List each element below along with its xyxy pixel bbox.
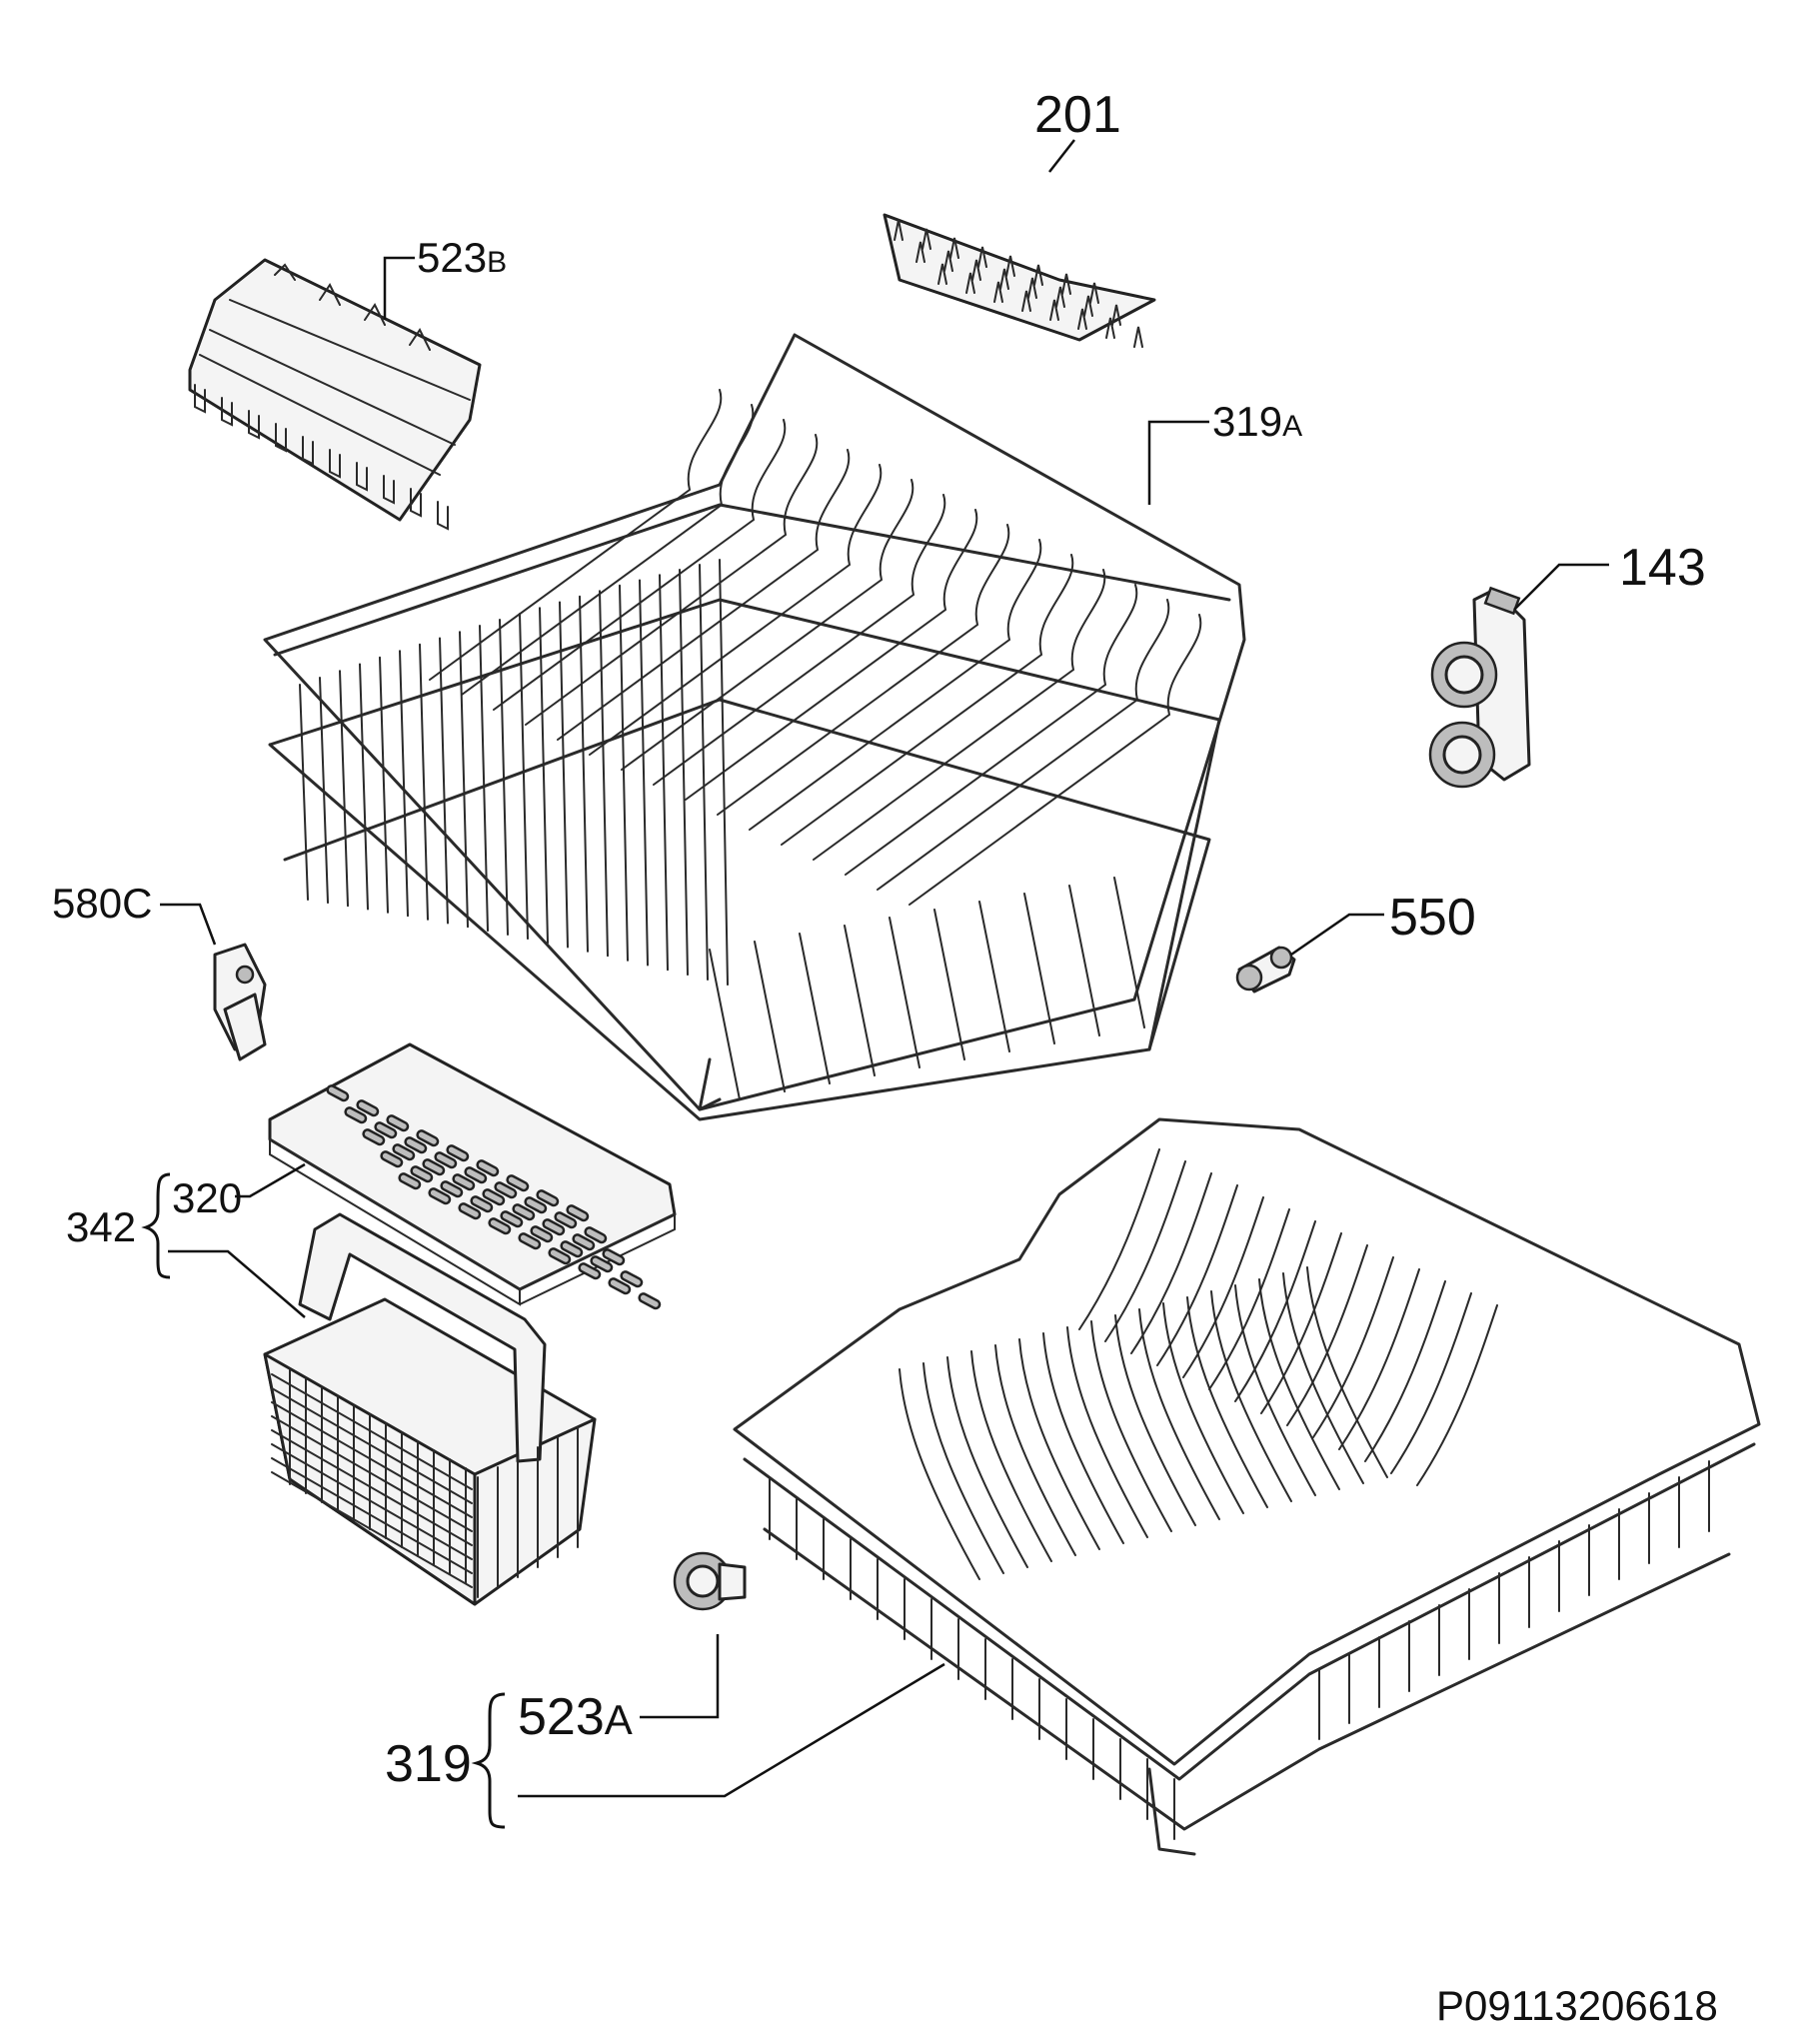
part-320-basket-lid [268,1042,677,1310]
leader-319a [1147,420,1209,505]
label-320: 320 [172,1174,242,1221]
leader-523a [640,1634,720,1719]
label-319: 319 [385,1735,472,1793]
leader-580c [160,903,217,946]
leader-523b [383,256,415,320]
part-319-lower-basket [733,1117,1761,1856]
leader-319 [518,1662,945,1798]
label-319a: 319A [1212,398,1302,445]
leader-342 [168,1249,306,1318]
leader-143 [1513,563,1609,611]
label-523a: 523A [518,1688,633,1746]
part-523a-wheel [673,1551,747,1611]
part-201-tine-rack [883,213,1156,348]
part-550-fitting [1235,946,1296,994]
part-523b-flap [188,258,482,531]
part-143-wheel-rail [1428,586,1531,789]
leader-320 [235,1162,306,1198]
label-550: 550 [1389,889,1476,947]
drawing-id: P09113206618 [1436,1982,1718,2029]
label-143: 143 [1619,539,1706,597]
part-580c-clip [213,943,267,1061]
label-523b: 523B [417,234,507,281]
leader-201 [1048,139,1075,173]
brace-342 [141,1172,171,1279]
label-580c: 580C [52,880,152,927]
label-342: 342 [66,1203,136,1250]
brace-319 [471,1692,506,1829]
leader-550 [1290,913,1384,957]
label-201: 201 [1034,86,1121,144]
part-319a-upper-basket [263,333,1246,1121]
part-cutlery-basket [263,1212,597,1606]
